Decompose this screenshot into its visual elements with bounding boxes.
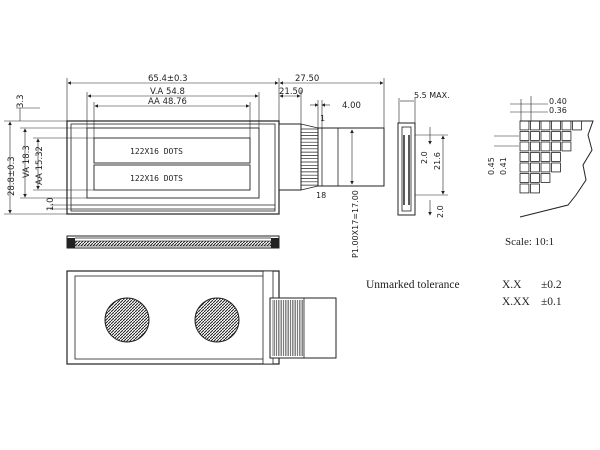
cut-edge <box>519 120 594 218</box>
lcd-dot <box>530 141 540 152</box>
lcd-dot <box>551 131 561 141</box>
dim-aa-width: AA 48.76 <box>148 97 187 107</box>
dim-va-height: VA 18.3 <box>22 145 32 178</box>
dim-dot-036: 0.36 <box>549 106 567 115</box>
lcd-dot <box>519 183 530 194</box>
chip-on-board-left <box>104 297 150 343</box>
module-outline <box>66 120 280 215</box>
lcd-dot <box>561 120 572 131</box>
front-view: 122X16 DOTS 122X16 DOTS 1 18 65.4±0.3 V.… <box>4 74 385 258</box>
dim-va-width: V.A 54.8 <box>150 87 185 97</box>
edge-view <box>66 235 280 249</box>
viewing-area <box>86 127 260 199</box>
dim-fpc-total: 27.50 <box>295 74 319 84</box>
rear-fpc-pins <box>272 300 304 356</box>
tolerance-1-value: ±0.2 <box>541 279 562 291</box>
side-view: 5.5 MAX. 21.6 2.0 2.0 <box>397 91 450 218</box>
tolerance-label: Unmarked tolerance <box>366 279 460 291</box>
fpc-base <box>278 123 302 191</box>
lcd-dot <box>530 120 540 131</box>
dim-overall-height: 28.8±0.3 <box>7 156 17 196</box>
row-2-label: 122X16 DOTS <box>130 174 183 183</box>
scale-note: Scale: 10:1 <box>505 236 554 248</box>
tolerance-notes: Unmarked tolerance X.X ±0.2 X.XX ±0.1 <box>366 279 562 308</box>
dim-dot-041: 0.41 <box>499 157 508 175</box>
dim-dot-045: 0.45 <box>487 157 496 175</box>
tolerance-2-value: ±0.1 <box>541 296 562 308</box>
lcd-dot <box>530 152 540 162</box>
lcd-dot <box>540 141 551 152</box>
lcd-dot <box>540 131 551 141</box>
lcd-dot <box>551 120 561 131</box>
dot-detail: 0.40 0.36 0.45 0.41 <box>487 96 594 218</box>
lcd-dot <box>519 131 530 141</box>
dim-pin-pitch: P1.00X17=17.00 <box>351 190 360 258</box>
lcd-dot <box>540 152 551 162</box>
dim-aa-height: AA 15.32 <box>35 146 45 185</box>
dim-side-2-top: 2.0 <box>420 151 429 164</box>
lcd-dot <box>551 162 561 173</box>
lcd-dot <box>519 152 530 162</box>
dim-top-margin: 3.3 <box>16 94 26 108</box>
lcd-dot <box>519 120 530 131</box>
drawing-line <box>300 123 319 129</box>
dim-dot-040: 0.40 <box>549 97 567 106</box>
dim-fpc-gap: 21.50 <box>279 87 303 97</box>
lcd-dot <box>540 162 551 173</box>
lcd-dot <box>551 152 561 162</box>
pin-18-label: 18 <box>316 191 326 200</box>
dim-side-2-bottom: 2.0 <box>436 205 445 218</box>
lcd-dot <box>561 131 572 141</box>
fpc-tail <box>317 127 385 187</box>
dim-thickness: 5.5 MAX. <box>414 91 450 100</box>
active-row-2 <box>93 164 251 191</box>
row-1-label: 122X16 DOTS <box>130 147 183 156</box>
dim-overall-width: 65.4±0.3 <box>148 74 188 84</box>
lcd-dot <box>572 120 582 131</box>
fpc-pins <box>300 123 319 191</box>
lcd-dot <box>540 173 551 183</box>
dot-grid <box>519 120 594 218</box>
lcd-dot <box>530 173 540 183</box>
lcd-dot <box>530 162 540 173</box>
lcd-dot <box>540 120 551 131</box>
lcd-dot <box>530 131 540 141</box>
active-row-1 <box>93 137 251 164</box>
module-inner-frame <box>70 123 276 212</box>
tolerance-2-key: X.XX <box>502 296 530 308</box>
lcd-dot <box>519 173 530 183</box>
drawing-line <box>300 185 319 191</box>
dim-fpc-width: 4.00 <box>342 101 361 111</box>
pin-1-label: 1 <box>320 114 325 123</box>
lcd-dot <box>519 141 530 152</box>
lcd-dot <box>530 183 540 194</box>
lcd-dot <box>561 141 572 152</box>
rear-view <box>66 270 337 365</box>
chip-on-board-right <box>194 297 240 343</box>
dim-bottom-margin: 1.0 <box>46 197 56 211</box>
lcd-dot <box>551 141 561 152</box>
lcd-dot <box>519 162 530 173</box>
tolerance-1-key: X.X <box>502 279 522 291</box>
dim-side-21-6: 21.6 <box>433 152 442 170</box>
